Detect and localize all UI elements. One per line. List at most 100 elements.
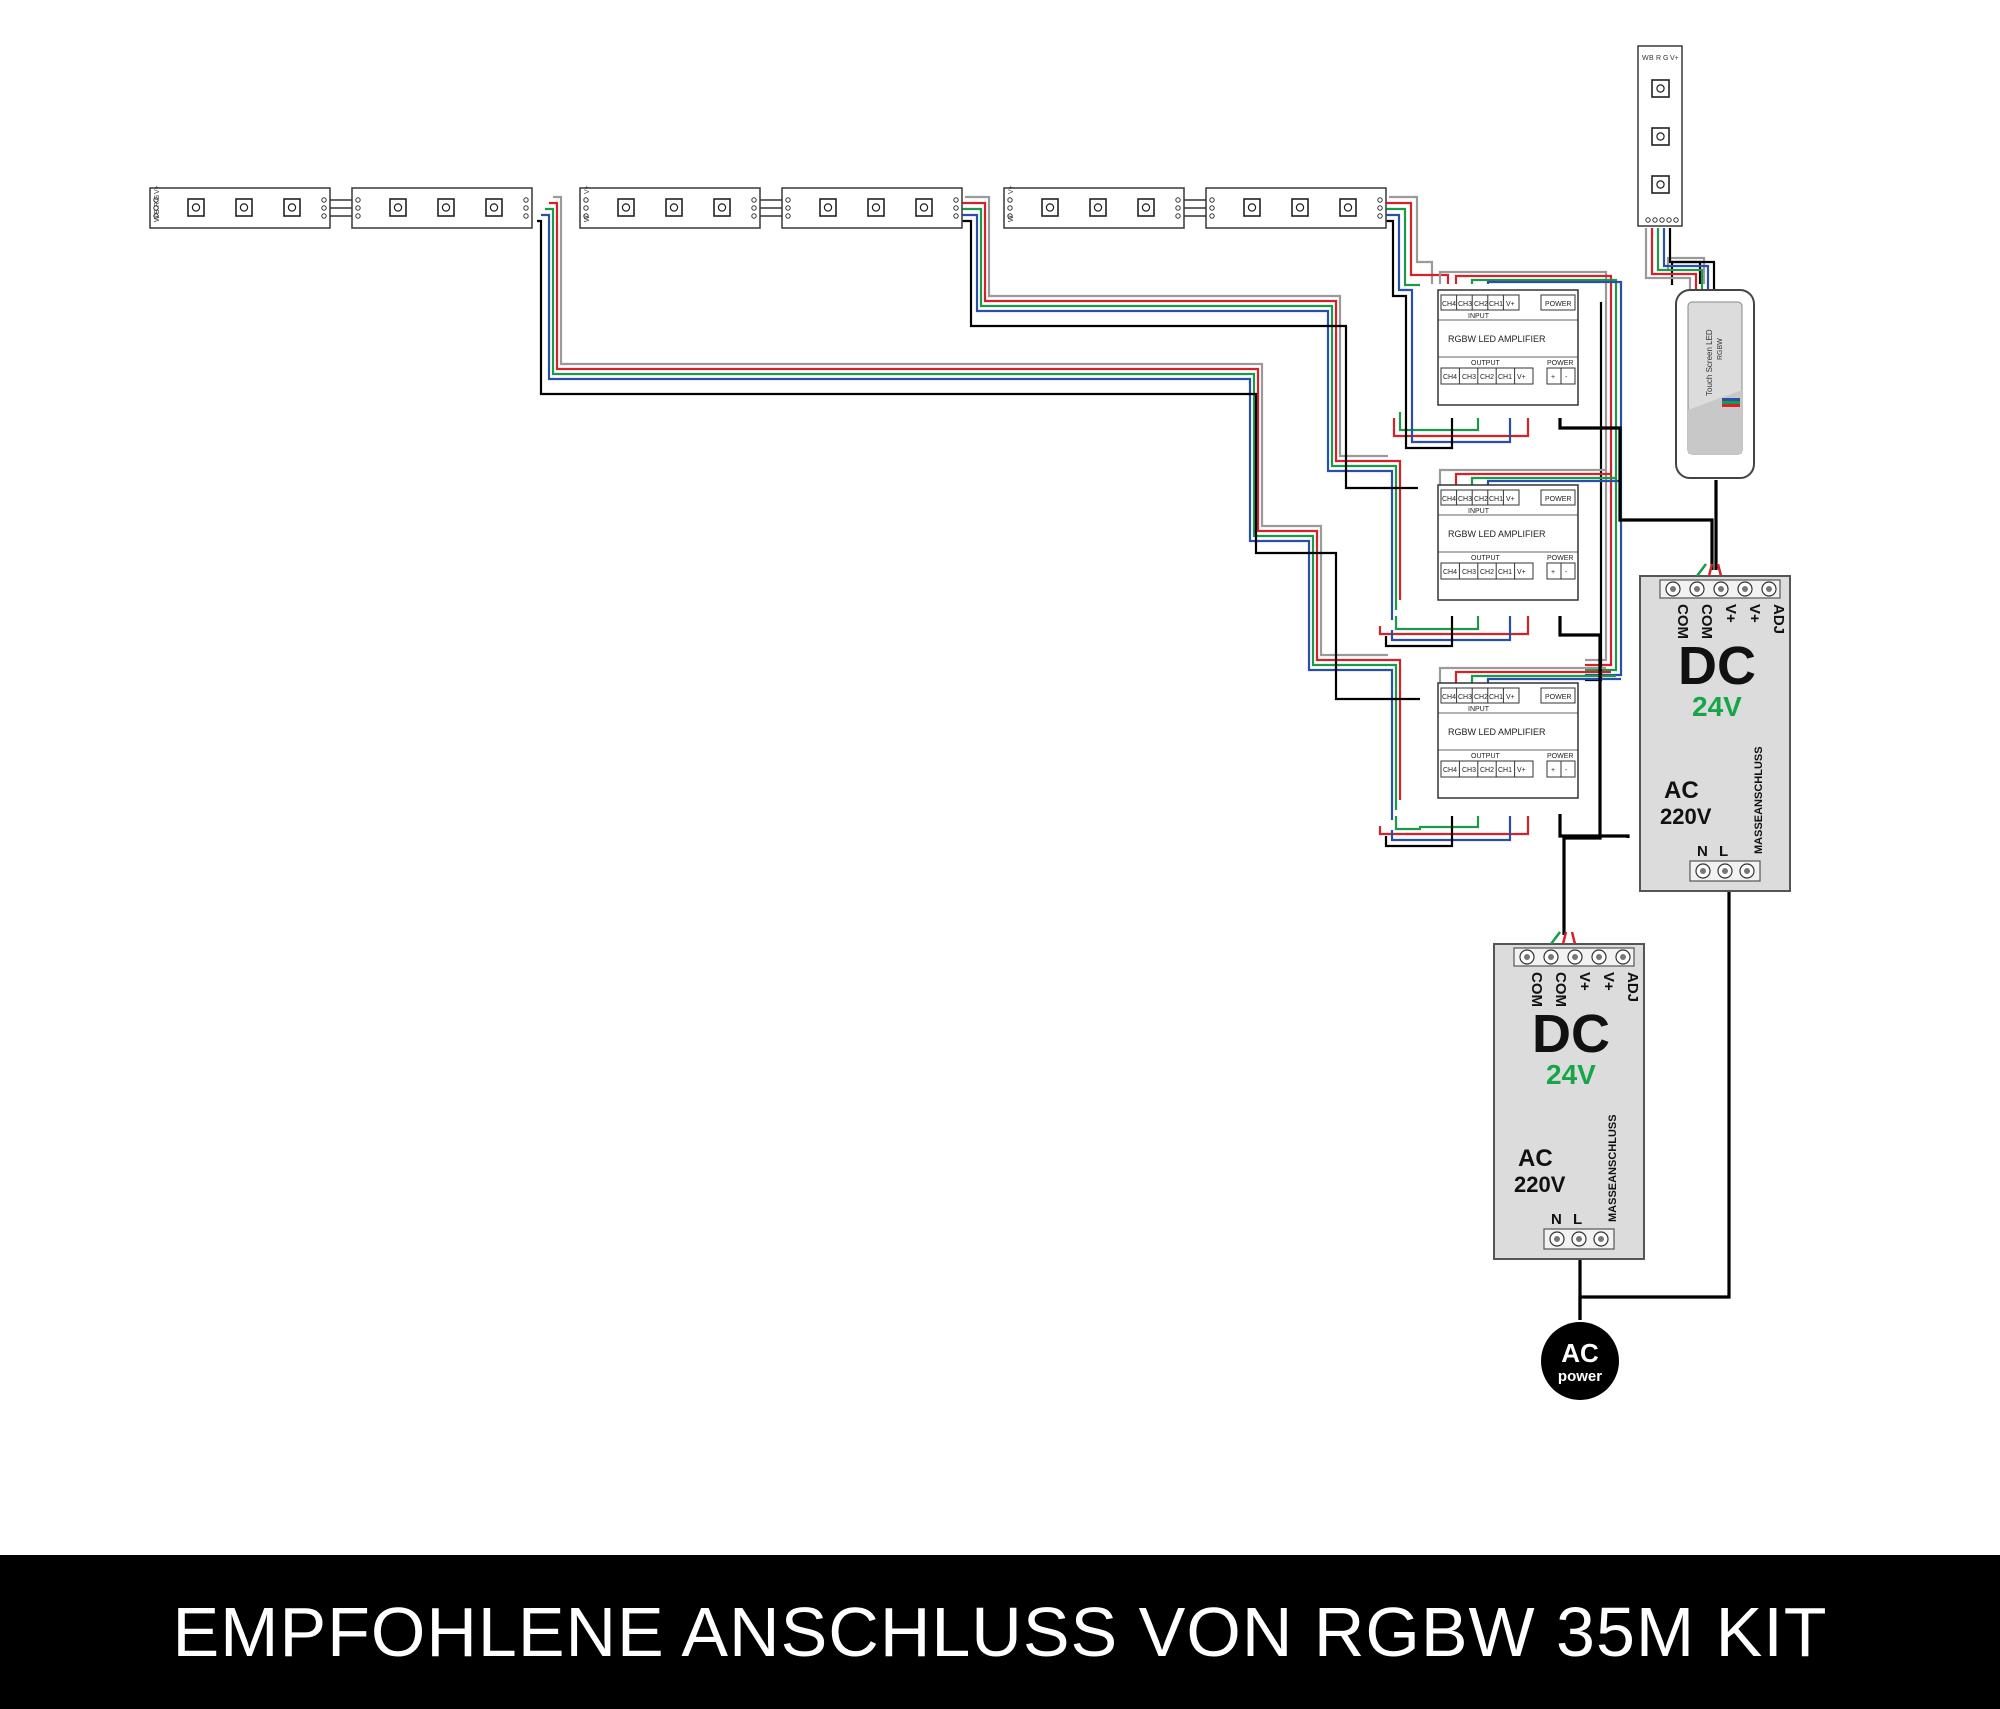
psu-ac-voltage: 220V <box>1660 804 1712 829</box>
psu-terminal-vplus: V+ <box>1746 604 1763 623</box>
psu-dc-voltage: 24V <box>1546 1059 1596 1090</box>
psu-terminal-com: COM <box>1552 972 1569 1007</box>
amp-output-ch2: CH2 <box>1480 767 1494 774</box>
psu-ac-label: AC <box>1664 777 1699 804</box>
strip-jumper <box>330 199 352 217</box>
wire-run-b-ret4 <box>1384 616 1454 648</box>
amp-output-vplus: V+ <box>1517 374 1526 381</box>
ctrl-bus-top-4 <box>1486 280 1623 302</box>
amp-input-ch1: CH1 <box>1489 496 1503 503</box>
led-strip-segment <box>1205 187 1387 229</box>
amp-input-label: INPUT <box>1468 313 1490 320</box>
ctrl-bus-a2-4 <box>1486 479 1621 485</box>
amp-input-ch3: CH3 <box>1458 694 1472 701</box>
wire-run-a-blue <box>541 213 1394 820</box>
led-strip-segment <box>149 187 331 229</box>
led-chip-icon <box>1651 175 1670 194</box>
wire-run-c-ret2 <box>1392 418 1530 438</box>
footer-title: EMPFOHLENE ANSCHLUSS VON RGBW 35M KIT <box>172 1593 1828 1671</box>
psu-terminal-adj: ADJ <box>1770 604 1787 634</box>
wire-run-a-ret1 <box>1394 816 1480 831</box>
wire-run-c-blue <box>1377 213 1414 420</box>
ctrl-bus-a2-3 <box>1470 476 1616 485</box>
psu2-dc-leads <box>1561 931 1577 945</box>
ac-source-label: AC <box>1561 1338 1599 1368</box>
amp-power-in-label: POWER <box>1545 301 1571 308</box>
ctrl-bus-top-3 <box>1470 278 1618 302</box>
psu-terminal-vplus: V+ <box>1600 972 1617 991</box>
led-chip-icon <box>1651 127 1670 146</box>
amp-input-ch4: CH4 <box>1442 496 1456 503</box>
amp-output-ch3: CH3 <box>1462 569 1476 576</box>
wire-run-b-black <box>949 219 1418 490</box>
amplifier-1: CH4 CH3 CH2 CH1 V+ POWER INPUT RGBW LED … <box>1437 289 1579 406</box>
psu-terminal-adj: ADJ <box>1624 972 1641 1002</box>
amp3-to-psu2-black <box>1558 814 1630 838</box>
psu-terminal-com: COM <box>1674 604 1691 639</box>
touch-controller: Touch Screen LED RGBW <box>1675 289 1755 479</box>
amp-output-vplus: V+ <box>1517 569 1526 576</box>
psu-terminal-com: COM <box>1698 604 1715 639</box>
amp-power-plus: + <box>1551 374 1555 381</box>
strip-pin-label: V+ <box>1008 185 1015 194</box>
vstrip-wire-5 <box>1668 228 1716 290</box>
amp-output-ch4: CH4 <box>1443 767 1457 774</box>
ctrl-bus-top-1 <box>1438 270 1608 302</box>
wire-run-c-black <box>1373 219 1408 426</box>
wire-run-c-ret4 <box>1404 418 1454 450</box>
psu2-dc-leads-green <box>1550 931 1561 945</box>
ctrl-bus-a2-2 <box>1454 472 1611 485</box>
strip-pin-label: B <box>154 209 161 214</box>
amp-power-minus: - <box>1565 569 1568 576</box>
wire-run-c-grey <box>1389 195 1434 284</box>
strip-pin-label: W <box>584 215 591 222</box>
psu-ground-label: MASSEANSCHLUSS <box>1607 1114 1619 1222</box>
controller-model: RGBW <box>1717 338 1724 360</box>
wiring-diagram: W B R G V+ W V+ W V+ W B R G V+ <box>149 45 1791 1400</box>
wire-run-a-red <box>549 201 1402 800</box>
strip-pin-label: W <box>154 215 161 222</box>
psu1-dc-leads <box>1707 563 1723 577</box>
ac-plug-icon <box>1541 1322 1619 1400</box>
wire-run-b-red <box>961 201 1402 600</box>
led-strip-vertical: W B R G V+ <box>1637 45 1683 227</box>
strip-pin-label: W <box>1642 55 1649 62</box>
strip-jumper <box>760 199 782 217</box>
amp-input-label: INPUT <box>1468 508 1490 515</box>
wire-run-a-black <box>537 219 1420 701</box>
amp-output-ch2: CH2 <box>1480 374 1494 381</box>
amp-output-ch2: CH2 <box>1480 569 1494 576</box>
wire-run-b-ret1 <box>1394 616 1480 631</box>
amp-input-label: INPUT <box>1468 706 1490 713</box>
amp-input-ch2: CH2 <box>1474 301 1488 308</box>
amp-output-label: OUTPUT <box>1471 555 1501 562</box>
amp-power-minus: - <box>1565 374 1568 381</box>
amplifier-3: CH4 CH3 CH2 CH1 V+ POWER INPUT RGBW LED … <box>1437 682 1579 799</box>
controller-label: Touch Screen LED <box>1705 329 1714 396</box>
amp-input-ch1: CH1 <box>1489 694 1503 701</box>
amp-power-in-label: POWER <box>1545 496 1571 503</box>
psu-terminal-vplus: V+ <box>1722 604 1739 623</box>
ctrl-bus-riser-5 <box>1585 302 1603 682</box>
wire-run-b-grey <box>965 195 1388 458</box>
wire-run-a-ret4 <box>1384 816 1454 848</box>
ctrl-bus-a3-1 <box>1438 666 1606 683</box>
amp-output-ch3: CH3 <box>1462 767 1476 774</box>
strip-pin-label: B <box>1649 55 1654 62</box>
amp-power-in-label: POWER <box>1545 694 1571 701</box>
amp2-to-psu2-black <box>1558 616 1602 935</box>
led-strip-segment <box>781 187 963 229</box>
psu1-dc-leads-green <box>1696 563 1707 577</box>
amp1-to-psu1-black <box>1558 418 1714 570</box>
psu-ground-label: MASSEANSCHLUSS <box>1753 746 1765 854</box>
ctrl-bus-a3-3 <box>1470 674 1616 683</box>
led-strip-segment <box>579 187 761 229</box>
strip-jumper <box>1184 199 1206 217</box>
psu-terminal-l: L <box>1573 1211 1582 1228</box>
psu-terminal-n: N <box>1697 843 1708 860</box>
amp-output-vplus: V+ <box>1517 767 1526 774</box>
vstrip-wire-2 <box>1650 228 1698 290</box>
amp-input-ch4: CH4 <box>1442 694 1456 701</box>
ctrl-bus-a2-1 <box>1438 468 1606 485</box>
amp-output-ch3: CH3 <box>1462 374 1476 381</box>
